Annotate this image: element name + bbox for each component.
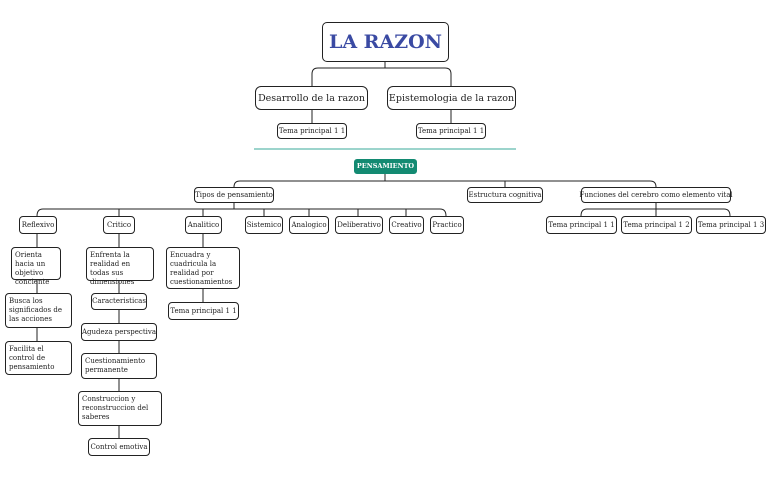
tipo-sistemico[interactable]: Sistemico xyxy=(245,216,283,234)
critico-item-2[interactable]: Caracteristicas xyxy=(91,293,147,310)
tipo-analitico[interactable]: Analitico xyxy=(185,216,222,234)
critico-item-1[interactable]: Enfrenta la realidad en todas sus dimens… xyxy=(86,247,154,286)
tipo-practico[interactable]: Practico xyxy=(430,216,464,234)
reflexivo-item-3[interactable]: Facilita el control de pensamiento xyxy=(5,341,72,375)
funciones-cerebro-node[interactable]: Funciones del cerebro como elemento vita… xyxy=(579,187,733,203)
epistemologia-node[interactable]: Epistemologia de la razon xyxy=(387,86,516,110)
tipo-creativo[interactable]: Creativo xyxy=(389,216,424,234)
funciones-subtopic-2[interactable]: Tema principal 1 2 xyxy=(621,216,692,234)
analitico-item-1[interactable]: Encuadra y cuadricula la realidad por cu… xyxy=(166,247,240,289)
tipo-reflexivo[interactable]: Reflexivo xyxy=(19,216,57,234)
root-title[interactable]: LA RAZON xyxy=(322,22,449,62)
funciones-subtopic-3[interactable]: Tema principal 1 3 xyxy=(696,216,766,234)
desarrollo-subtopic[interactable]: Tema principal 1 1 xyxy=(277,123,347,139)
estructura-cognitiva-node[interactable]: Estructura cognitiva xyxy=(467,187,543,203)
tipo-deliberativo[interactable]: Deliberativo xyxy=(335,216,383,234)
funciones-subtopic-1[interactable]: Tema principal 1 1 xyxy=(546,216,617,234)
reflexivo-item-1[interactable]: Orienta hacia un objetivo conciente xyxy=(11,247,61,286)
epistemologia-subtopic[interactable]: Tema principal 1 1 xyxy=(416,123,486,139)
desarrollo-node[interactable]: Desarrollo de la razon xyxy=(255,86,368,110)
tipo-critico[interactable]: Critico xyxy=(103,216,135,234)
critico-item-4[interactable]: Cuestionamiento permanente xyxy=(81,353,157,379)
tipos-de-pensamiento-node[interactable]: Tipos de pensamiento xyxy=(194,187,274,203)
analitico-item-2[interactable]: Tema principal 1 1 xyxy=(168,302,239,320)
reflexivo-item-2[interactable]: Busca los significados de las acciones xyxy=(5,293,72,328)
critico-item-5[interactable]: Construccion y reconstruccion del sabere… xyxy=(78,391,162,426)
critico-item-3[interactable]: Agudeza perspectiva xyxy=(81,323,157,341)
pensamiento-badge[interactable]: PENSAMIENTO xyxy=(354,159,417,174)
tipo-analogico[interactable]: Analogico xyxy=(289,216,329,234)
critico-item-6[interactable]: Control emotiva xyxy=(88,438,150,456)
